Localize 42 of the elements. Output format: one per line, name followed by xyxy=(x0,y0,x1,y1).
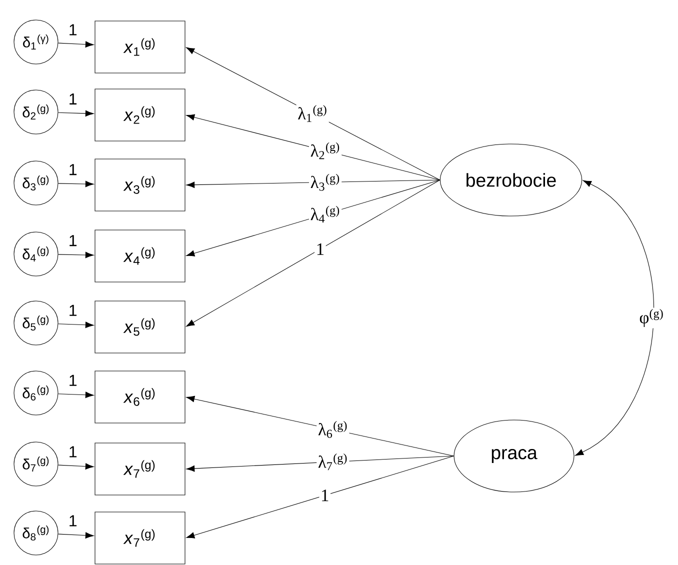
edge-label: 1 xyxy=(70,94,77,104)
arrow xyxy=(186,456,454,472)
arrow xyxy=(186,180,440,188)
arrow xyxy=(58,392,94,398)
indicator-box: x$_{4}$(g) xyxy=(94,230,186,282)
arrow xyxy=(186,47,440,180)
edge-label: λ$_{7}$(g) xyxy=(316,452,350,472)
arrow xyxy=(58,41,94,48)
indicator-box: x$_{3}$(g) xyxy=(94,158,186,212)
edge-label: λ$_{4}$(g) xyxy=(309,204,342,224)
arrow xyxy=(186,396,454,456)
edge-label: 1 xyxy=(314,242,326,256)
edge-label: λ$_{6}$(g) xyxy=(316,420,350,440)
edge-label: 1 xyxy=(70,515,77,526)
arrow xyxy=(58,252,94,258)
edge-label: φ$^{(g)}$ xyxy=(638,308,666,328)
arrow xyxy=(186,456,454,538)
indicator-box: x$_{2}$(g) xyxy=(94,88,186,142)
arrow xyxy=(186,180,440,256)
indicator-box: x$_{7}$(g) xyxy=(94,442,186,496)
arrow xyxy=(58,532,94,539)
edge-label: 1 xyxy=(70,24,77,36)
indicator-box: x$_{5}$(g) xyxy=(94,300,186,354)
edge-label: λ$_{1}$(g) xyxy=(296,104,329,124)
edge-label: λ$_{3}$(g) xyxy=(309,172,342,192)
edge-label: λ$_{2}$(g) xyxy=(309,141,342,160)
edge-label: 1 xyxy=(70,235,77,246)
arrow xyxy=(186,180,440,327)
double-arrow xyxy=(575,180,654,456)
indicator-box: x$_{6}$(g) xyxy=(94,370,186,424)
arrow xyxy=(58,110,94,117)
arrow xyxy=(186,114,440,180)
edge-label: 1 xyxy=(319,488,331,502)
arrow xyxy=(58,463,94,470)
edge-label: 1 xyxy=(70,304,77,316)
indicator-box: x$_{1}$(g) xyxy=(94,20,186,74)
indicator-box: x$_{7}$(g) xyxy=(94,512,186,564)
edge-label: 1 xyxy=(70,164,77,176)
arrow xyxy=(58,180,94,188)
arrow xyxy=(58,322,94,328)
edge-label: 1 xyxy=(70,446,77,458)
edge-label: 1 xyxy=(70,374,77,386)
